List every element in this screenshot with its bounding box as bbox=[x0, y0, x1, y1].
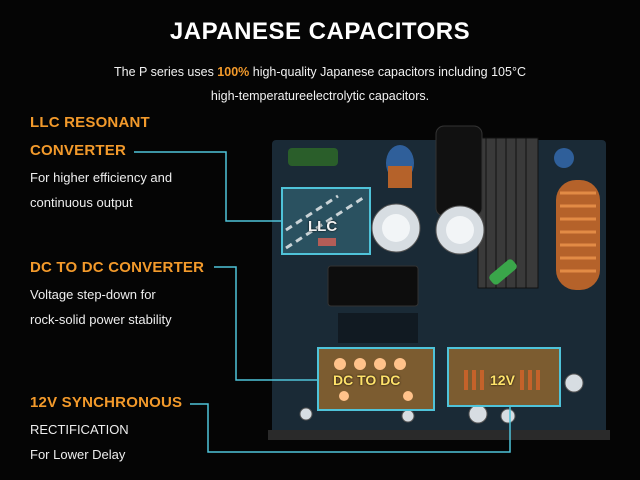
12v-description-line-2: For Lower Delay bbox=[30, 447, 126, 462]
dc-to-dc-description-line-1: Voltage step-down for bbox=[30, 287, 156, 302]
subtitle-accent-percent: 100% bbox=[217, 65, 250, 79]
subtitle-line-2: high-temperatureelectrolytic capacitors. bbox=[210, 89, 430, 103]
input-coil-winding bbox=[388, 166, 412, 188]
12v-title: 12V SYNCHRONOUS bbox=[30, 394, 183, 411]
12v-coil bbox=[464, 370, 540, 390]
llc-title-line-1: LLC RESONANT bbox=[30, 114, 150, 131]
psu-board-image bbox=[268, 125, 610, 440]
dc-to-dc-title: DC TO DC CONVERTER bbox=[30, 259, 205, 276]
subtitle-text-end: high-quality Japanese capacitors includi… bbox=[249, 65, 526, 79]
12v-description-line-1: RECTIFICATION bbox=[30, 422, 129, 437]
llc-description-line-1: For higher efficiency and bbox=[30, 170, 173, 185]
red-component bbox=[318, 238, 336, 246]
dc-to-dc-components bbox=[334, 358, 413, 401]
dc-to-dc-board-label: DC TO DC bbox=[333, 372, 401, 388]
blue-capacitor bbox=[554, 148, 574, 168]
green-component bbox=[489, 259, 517, 285]
pcb-base-plate bbox=[268, 430, 610, 440]
copper-coil bbox=[556, 180, 600, 290]
silver-capacitor-2-top bbox=[446, 216, 474, 244]
main-transformer bbox=[327, 265, 419, 307]
silver-capacitor-1-top bbox=[382, 214, 410, 242]
dc-to-dc-highlight-box bbox=[317, 347, 435, 411]
llc-description-line-2: continuous output bbox=[30, 195, 133, 210]
llc-title-line-2: CONVERTER bbox=[30, 142, 126, 159]
green-wire-block bbox=[288, 148, 338, 166]
llc-stripes bbox=[285, 194, 367, 250]
llc-board-label: LLC bbox=[308, 218, 338, 235]
dc-to-dc-description-line-2: rock-solid power stability bbox=[30, 312, 172, 327]
12v-board-label: 12V bbox=[490, 372, 515, 388]
page-subtitle: The P series uses 100% high-quality Japa… bbox=[60, 60, 580, 108]
bulk-capacitor bbox=[435, 125, 483, 217]
transformer-base bbox=[338, 313, 418, 343]
subtitle-text-start: The P series uses bbox=[114, 65, 218, 79]
page-title: JAPANESE CAPACITORS bbox=[169, 18, 471, 45]
